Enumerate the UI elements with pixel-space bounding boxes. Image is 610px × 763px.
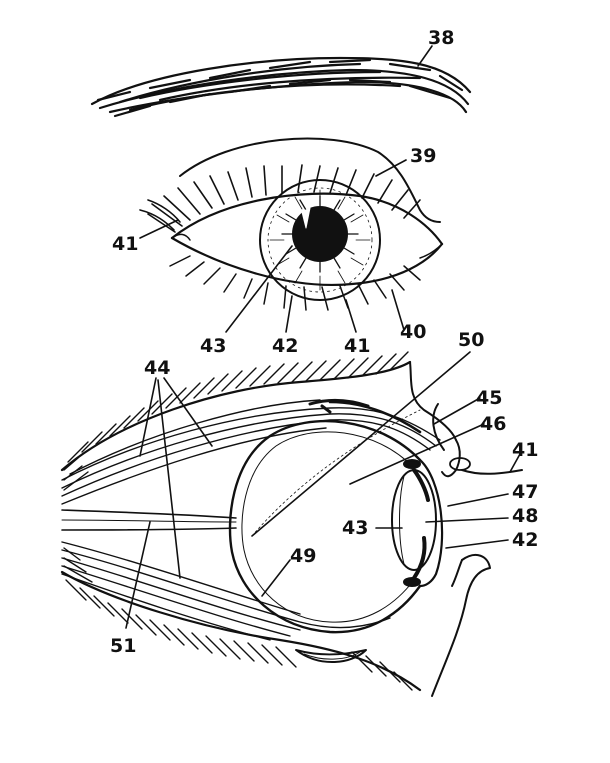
pupil [292, 206, 348, 262]
label-51: 51 [110, 635, 136, 657]
label-40: 40 [400, 321, 426, 343]
lower-orbit-bone [60, 570, 422, 692]
upper-eyelid-profile [409, 361, 457, 441]
label-41-upper-lash: 41 [112, 233, 138, 255]
label-39: 39 [410, 145, 436, 167]
eyelid-crease [179, 137, 441, 223]
optic-nerve [61, 509, 237, 531]
label-38: 38 [428, 27, 454, 49]
eyelash-profile [461, 469, 523, 475]
label-42-iris: 42 [272, 335, 298, 357]
leader-lines [125, 45, 521, 629]
label-43-section: 43 [342, 517, 368, 539]
lower-bone-hatching [65, 579, 413, 691]
label-50: 50 [458, 329, 484, 351]
eye-cross-section [60, 351, 523, 697]
orbital-fat-pad [295, 649, 367, 663]
iris-profile [403, 459, 430, 587]
extraocular-muscle-lower [61, 541, 391, 641]
label-41-profile-lash: 41 [512, 439, 538, 461]
label-49: 49 [290, 545, 316, 567]
upper-eyelashes [139, 164, 421, 233]
lower-eyelid-profile [431, 553, 491, 697]
extraocular-muscle-upper [61, 398, 441, 505]
lens [391, 469, 437, 571]
label-42-section: 42 [512, 529, 538, 551]
label-44: 44 [144, 357, 170, 379]
iris [259, 179, 381, 301]
label-46: 46 [480, 413, 506, 435]
eyebrow [90, 56, 472, 118]
label-41-lower-lash: 41 [344, 335, 370, 357]
label-43-pupil: 43 [200, 335, 226, 357]
upper-eyelid [170, 192, 444, 246]
label-45: 45 [476, 387, 502, 409]
upper-orbit-bone [60, 360, 412, 472]
label-47: 47 [512, 481, 538, 503]
reference-labels: 38 39 41 43 42 41 40 50 44 45 46 41 47 4… [110, 27, 538, 657]
cornea [418, 458, 444, 588]
lower-eyelid [170, 236, 444, 286]
lower-eyelashes [169, 255, 421, 311]
upper-bone-hatching [67, 351, 409, 463]
eyeball-sclera [228, 419, 422, 634]
label-48: 48 [512, 505, 538, 527]
eye-front-view [139, 137, 444, 311]
